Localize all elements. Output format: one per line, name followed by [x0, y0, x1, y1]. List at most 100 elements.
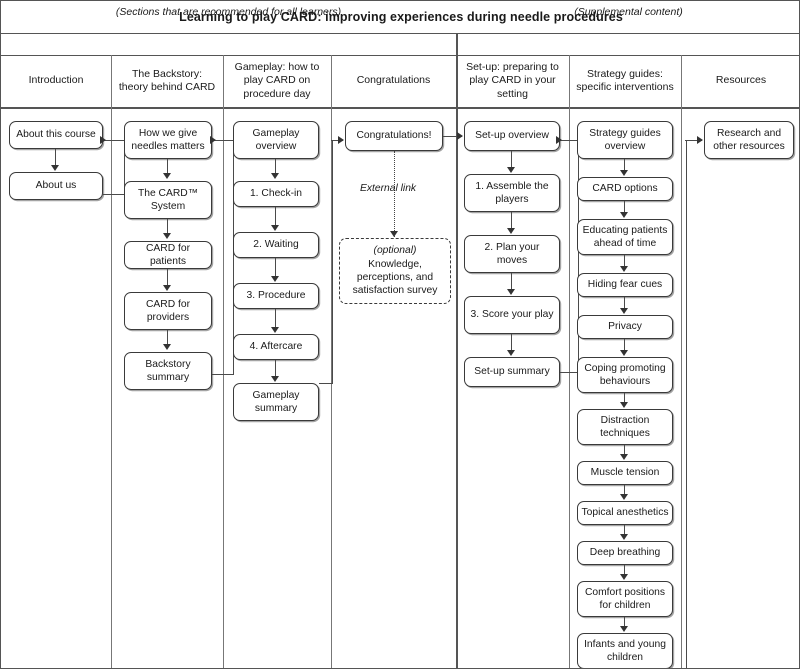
arrowhead-sg-3 [620, 266, 628, 272]
node-hiding-fear-cues[interactable]: Hiding fear cues [577, 273, 673, 297]
connector-gp-2 [275, 207, 277, 229]
arrowhead-bs-2 [163, 233, 171, 239]
diagram-title-bar: Learning to play CARD: improving experie… [1, 1, 799, 34]
node-research-and-other-resources[interactable]: Research and other resources [704, 121, 794, 159]
node-gameplay-summary[interactable]: Gameplay summary [233, 383, 319, 421]
arrowhead-su-to-sg [556, 136, 562, 144]
connector-intro-to-backstory-h1 [103, 194, 125, 196]
column-divider-4 [456, 55, 458, 668]
node-infants-and-young-children[interactable]: Infants and young children [577, 633, 673, 668]
node-congratulations[interactable]: Congratulations! [345, 121, 443, 151]
node-setup-overview[interactable]: Set-up overview [464, 121, 560, 151]
node-privacy[interactable]: Privacy [577, 315, 673, 339]
group-band-supplemental: (Supplemental content) [574, 6, 683, 18]
node-the-card-system[interactable]: The CARD™ System [124, 181, 212, 219]
node-topical-anesthetics[interactable]: Topical anesthetics [577, 501, 673, 525]
connector-sg-5 [624, 339, 626, 353]
connector-cg-to-su-h [443, 136, 462, 138]
arrowhead-gp-1 [271, 173, 279, 179]
node-card-for-patients[interactable]: CARD for patients [124, 241, 212, 269]
connector-intro-1 [55, 149, 57, 169]
column-header-gameplay: Gameplay: how to play CARD on procedure … [234, 60, 320, 100]
node-comfort-positions-for-children[interactable]: Comfort positions for children [577, 581, 673, 617]
arrowhead-gp-5 [271, 376, 279, 382]
group-band-divider [456, 33, 458, 55]
column-divider-1 [111, 55, 112, 668]
arrowhead-sg-6 [620, 402, 628, 408]
arrowhead-su-3 [507, 289, 515, 295]
node-card-for-providers[interactable]: CARD for providers [124, 292, 212, 330]
connector-sg-11 [624, 617, 626, 629]
node-distraction-techniques[interactable]: Distraction techniques [577, 409, 673, 445]
connector-sg-6 [624, 393, 626, 405]
connector-sg-1 [624, 159, 626, 173]
arrowhead-bs-to-gp [210, 136, 216, 144]
connector-sg-4 [624, 297, 626, 311]
connector-sg-7 [624, 445, 626, 457]
node-how-we-give-needles-matters[interactable]: How we give needles matters [124, 121, 212, 159]
node-plan-your-moves[interactable]: 2. Plan your moves [464, 235, 560, 273]
diagram-title: Learning to play CARD: improving experie… [179, 10, 623, 24]
connector-su-to-sg-h2 [557, 140, 579, 142]
node-deep-breathing[interactable]: Deep breathing [577, 541, 673, 565]
arrowhead-cg-to-su [457, 132, 463, 140]
arrowhead-gp-3 [271, 276, 279, 282]
column-header-introduction: Introduction [28, 74, 84, 87]
connector-intro-to-backstory-h2 [101, 140, 125, 142]
connector-gp-3 [275, 258, 277, 280]
column-header-backstory: The Backstory: theory behind CARD [118, 67, 216, 93]
arrowhead-su-4 [507, 350, 515, 356]
connector-sg-3 [624, 255, 626, 269]
column-divider-6 [681, 55, 682, 668]
node-procedure[interactable]: 3. Procedure [233, 283, 319, 309]
node-waiting[interactable]: 2. Waiting [233, 232, 319, 258]
node-card-options[interactable]: CARD options [577, 177, 673, 201]
arrowhead-su-1 [507, 167, 515, 173]
arrowhead-bs-4 [163, 344, 171, 350]
arrowhead-sg-to-res [697, 136, 703, 144]
node-optional-survey[interactable]: (optional) Knowledge, perceptions, and s… [339, 238, 451, 304]
group-band-row [1, 33, 799, 56]
connector-su-to-sg-h1 [560, 372, 579, 374]
connector-sg-8 [624, 485, 626, 497]
node-coping-promoting-behaviours[interactable]: Coping promoting behaviours [577, 357, 673, 393]
node-strategy-guides-overview[interactable]: Strategy guides overview [577, 121, 673, 159]
connector-bs-2 [167, 219, 169, 237]
connector-gp-5 [275, 360, 277, 380]
node-aftercare[interactable]: 4. Aftercare [233, 334, 319, 360]
node-setup-summary[interactable]: Set-up summary [464, 357, 560, 387]
node-backstory-summary[interactable]: Backstory summary [124, 352, 212, 390]
connector-gp-1 [275, 159, 277, 177]
arrowhead-sg-7 [620, 454, 628, 460]
column-header-congratulations: Congratulations [356, 74, 431, 87]
arrowhead-intro-to-backstory [100, 136, 106, 144]
arrowhead-sg-4 [620, 308, 628, 314]
arrowhead-intro-1 [51, 165, 59, 171]
node-educating-patients-ahead-of-time[interactable]: Educating patients ahead of time [577, 219, 673, 255]
connector-gp-to-cg-v [332, 140, 334, 384]
arrowhead-bs-1 [163, 173, 171, 179]
column-divider-3 [331, 55, 332, 668]
node-score-your-play[interactable]: 3. Score your play [464, 296, 560, 334]
connector-gp-to-cg-h1 [319, 383, 333, 385]
arrowhead-sg-2 [620, 212, 628, 218]
node-check-in[interactable]: 1. Check-in [233, 181, 319, 207]
column-header-setup: Set-up: preparing to play CARD in your s… [466, 60, 559, 100]
column-divider-2 [223, 55, 224, 668]
arrowhead-sg-11 [620, 626, 628, 632]
connector-external-link [394, 151, 395, 237]
node-about-this-course[interactable]: About this course [9, 121, 103, 149]
node-gameplay-overview[interactable]: Gameplay overview [233, 121, 319, 159]
connector-su-3 [511, 273, 513, 293]
arrowhead-sg-9 [620, 534, 628, 540]
connector-intro-to-backstory-v [124, 140, 126, 195]
arrowhead-su-2 [507, 228, 515, 234]
connector-bs-to-gp-h2 [211, 140, 234, 142]
node-about-us[interactable]: About us [9, 172, 103, 200]
arrowhead-sg-5 [620, 350, 628, 356]
connector-bs-to-gp-h1 [212, 374, 234, 376]
node-muscle-tension[interactable]: Muscle tension [577, 461, 673, 485]
column-header-strategy-guides: Strategy guides: specific interventions [576, 67, 674, 93]
node-assemble-the-players[interactable]: 1. Assemble the players [464, 174, 560, 212]
